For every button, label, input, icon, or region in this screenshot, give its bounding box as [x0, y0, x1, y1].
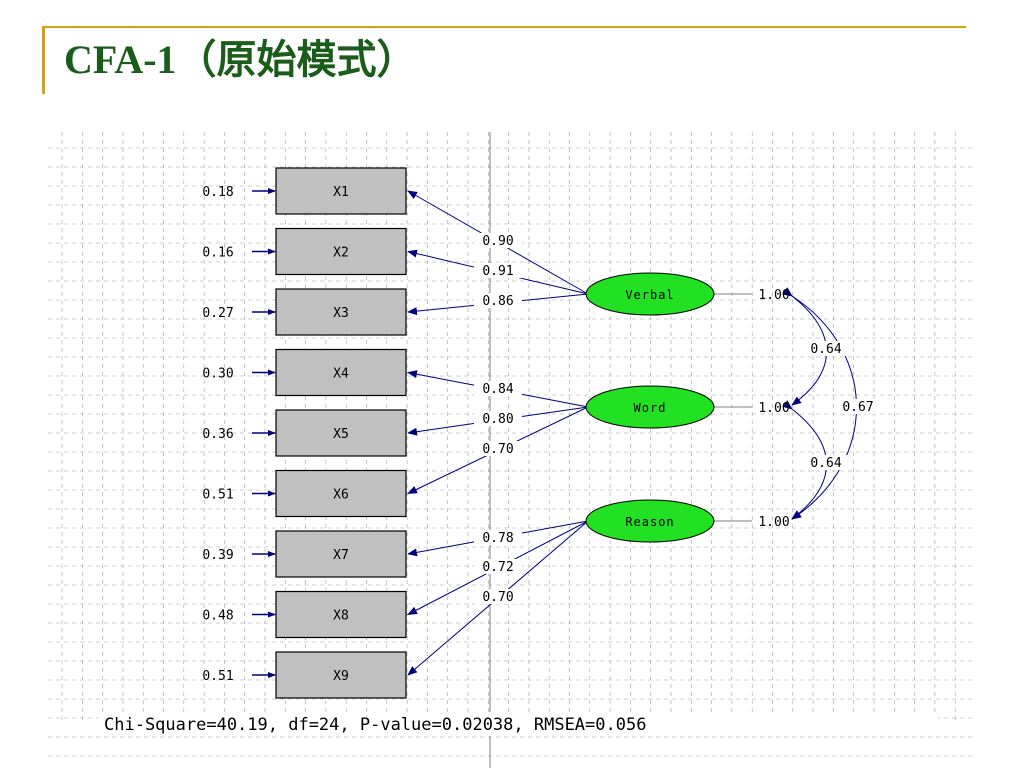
indicator-label: X6 [333, 488, 349, 503]
error-variance-label: 0.30 [202, 367, 233, 382]
header-top-rule [42, 26, 966, 28]
factor-ellipse [585, 272, 715, 316]
diagram-nodes [275, 167, 715, 699]
loading-label-bg [474, 441, 522, 456]
loading-label: 0.80 [482, 412, 513, 427]
loading-label: 0.91 [482, 264, 513, 279]
loading-label-bg [474, 559, 522, 574]
indicator-box [275, 409, 407, 457]
loading-label: 0.84 [482, 382, 513, 397]
indicator-label: X5 [333, 427, 349, 442]
error-variance-label: 0.48 [202, 609, 233, 624]
indicator-box [275, 348, 407, 397]
indicator-label: X1 [333, 185, 349, 200]
error-variance-label: 0.39 [202, 548, 233, 563]
loading-label: 0.70 [482, 442, 513, 457]
factor-ellipse [585, 499, 715, 543]
slide-header: CFA-1（原始模式） [42, 26, 966, 96]
correlation-label-bg [836, 399, 880, 414]
loading-label-bg [474, 530, 522, 545]
error-variance-label: 0.51 [202, 669, 233, 684]
indicator-box [275, 651, 407, 699]
indicator-label: X2 [333, 246, 349, 261]
indicator-box [275, 227, 407, 276]
error-variance-label: 0.36 [202, 427, 233, 442]
path-diagram-canvas: 0.90 0.91 0.86 0.84 0.80 0.70 0.78 0.72 0.70 X1 0.… [48, 132, 972, 768]
loading-label-bg [474, 589, 522, 604]
error-variance-label: 0.18 [202, 185, 233, 200]
indicator-box [275, 469, 407, 518]
slide-title: CFA-1（原始模式） [64, 37, 417, 82]
diagram-labels: 0.90 0.91 0.86 0.84 0.80 0.70 0.78 0.72 0.70 X1 0.… [98, 185, 938, 736]
fit-statistics: Chi-Square=40.19, df=24, P-value=0.02038… [104, 715, 646, 735]
correlation-label: 0.67 [842, 400, 873, 415]
loading-label-bg [474, 381, 522, 396]
correlation-label: 0.64 [810, 342, 841, 357]
factor-label: Word [634, 401, 667, 415]
indicator-box [275, 288, 407, 336]
path-diagram: 0.90 0.91 0.86 0.84 0.80 0.70 0.78 0.72 0.70 X1 0.… [48, 132, 972, 768]
correlation-label: 0.64 [810, 456, 841, 471]
indicator-label: X4 [333, 367, 349, 382]
factor-label: Verbal [625, 288, 674, 302]
factor-ellipse [585, 385, 715, 429]
loading-label: 0.86 [482, 294, 513, 309]
loading-label-bg [474, 293, 522, 308]
loading-label-bg [474, 233, 522, 248]
background-grid [48, 132, 972, 768]
loading-label: 0.72 [482, 560, 513, 575]
header-left-rule [42, 26, 45, 94]
error-variance-label: 0.16 [202, 246, 233, 261]
indicator-label: X3 [333, 306, 349, 321]
indicator-box [275, 530, 407, 578]
correlation-label-bg [804, 455, 848, 470]
fit-statistics-bg [98, 712, 938, 736]
loading-label: 0.70 [482, 590, 513, 605]
indicator-label: X9 [333, 669, 349, 684]
correlation-label-bg [804, 341, 848, 356]
factor-label: Reason [625, 515, 674, 529]
loading-label: 0.90 [482, 234, 513, 249]
indicator-label: X7 [333, 548, 349, 563]
loading-label-bg [474, 263, 522, 278]
indicator-box [275, 167, 407, 215]
indicator-label: X8 [333, 609, 349, 624]
factor-variance-label: 1.00 [758, 288, 789, 303]
indicator-box [275, 590, 407, 639]
loading-label-bg [474, 411, 522, 426]
error-variance-label: 0.27 [202, 306, 233, 321]
factor-variance-label: 1.00 [758, 401, 789, 416]
error-variance-label: 0.51 [202, 488, 233, 503]
loading-label: 0.78 [482, 531, 513, 546]
factor-variance-label: 1.00 [758, 515, 789, 530]
